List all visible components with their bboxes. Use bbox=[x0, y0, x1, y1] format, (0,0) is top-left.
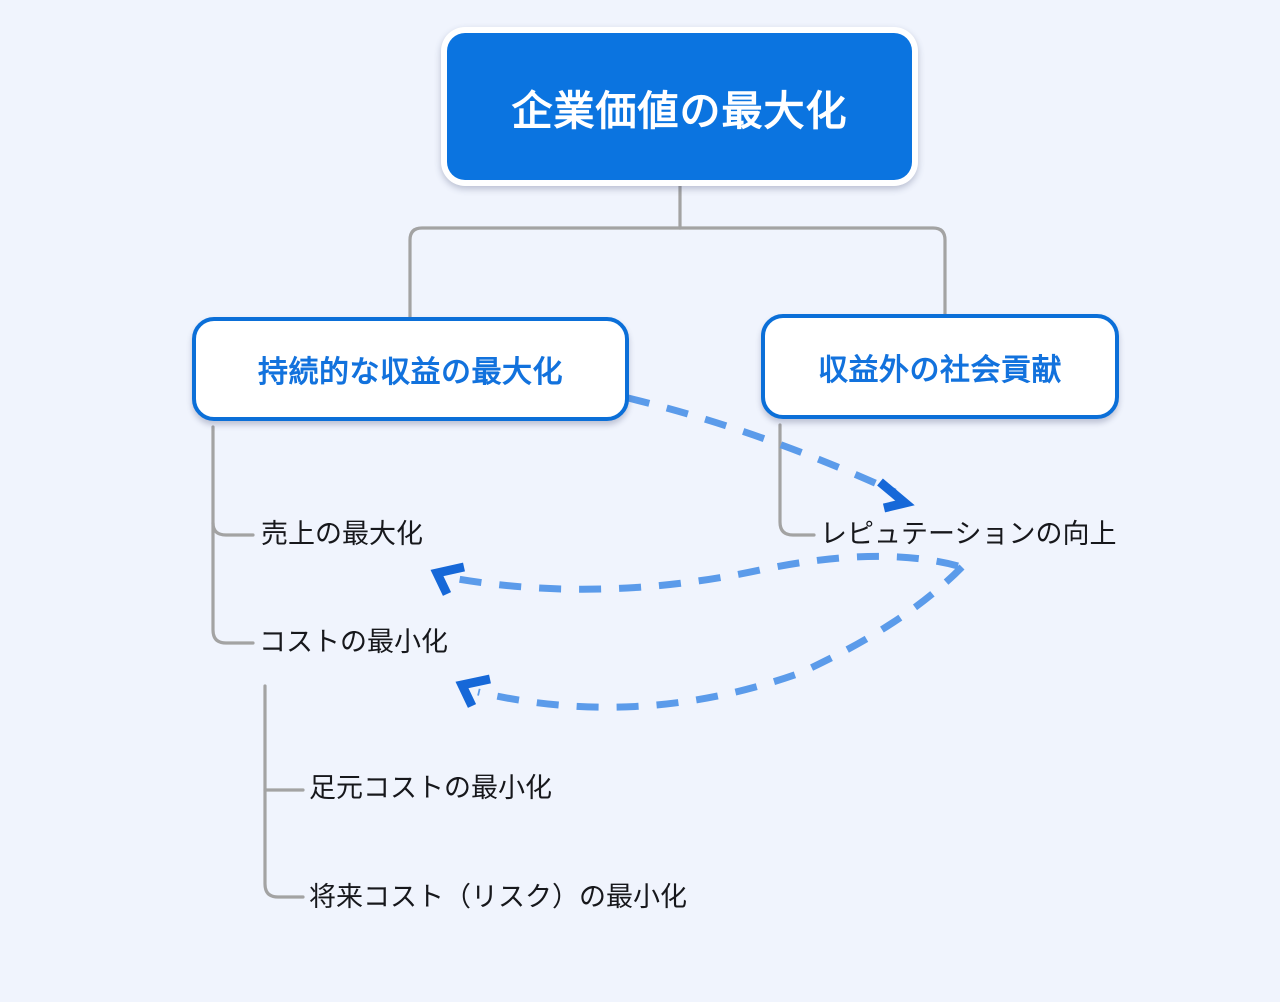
arrowhead-to-cost bbox=[455, 674, 491, 708]
connector-left-to-sales bbox=[211, 521, 255, 537]
node-root-fill: 企業価値の最大化 bbox=[447, 33, 912, 180]
connector-right-to-reputation bbox=[778, 423, 816, 537]
leaf-reputation-improvement[interactable]: レピュテーションの向上 bbox=[820, 519, 1117, 549]
node-sustainable-profit-label: 持続的な収益の最大化 bbox=[258, 356, 563, 389]
node-social-contribution-label: 収益外の社会貢献 bbox=[818, 353, 1062, 387]
arrowhead-to-sales bbox=[430, 562, 465, 596]
arrow-reputation-to-cost-path bbox=[477, 564, 965, 711]
leaf-sales-maximization[interactable]: 売上の最大化 bbox=[261, 519, 423, 549]
leaf-current-cost-minimization[interactable]: 足元コストの最小化 bbox=[309, 773, 552, 803]
leaf-cost-minimization[interactable]: コストの最小化 bbox=[259, 627, 448, 657]
leaf-future-cost-minimization[interactable]: 将来コスト（リスク）の最小化 bbox=[309, 882, 687, 912]
node-sustainable-profit[interactable]: 持続的な収益の最大化 bbox=[192, 317, 629, 421]
arrow-reputation-to-sales-path bbox=[451, 552, 959, 593]
connector-cost-spine bbox=[263, 684, 305, 899]
connector-left-spine bbox=[211, 425, 255, 645]
node-social-contribution[interactable]: 収益外の社会貢献 bbox=[761, 314, 1119, 419]
node-root-label: 企業価値の最大化 bbox=[511, 87, 848, 134]
node-root[interactable]: 企業価値の最大化 bbox=[441, 27, 918, 186]
connector-root-to-right bbox=[678, 226, 947, 316]
connector-root-to-left bbox=[408, 226, 682, 319]
arrowhead-to-reputation bbox=[877, 478, 915, 513]
